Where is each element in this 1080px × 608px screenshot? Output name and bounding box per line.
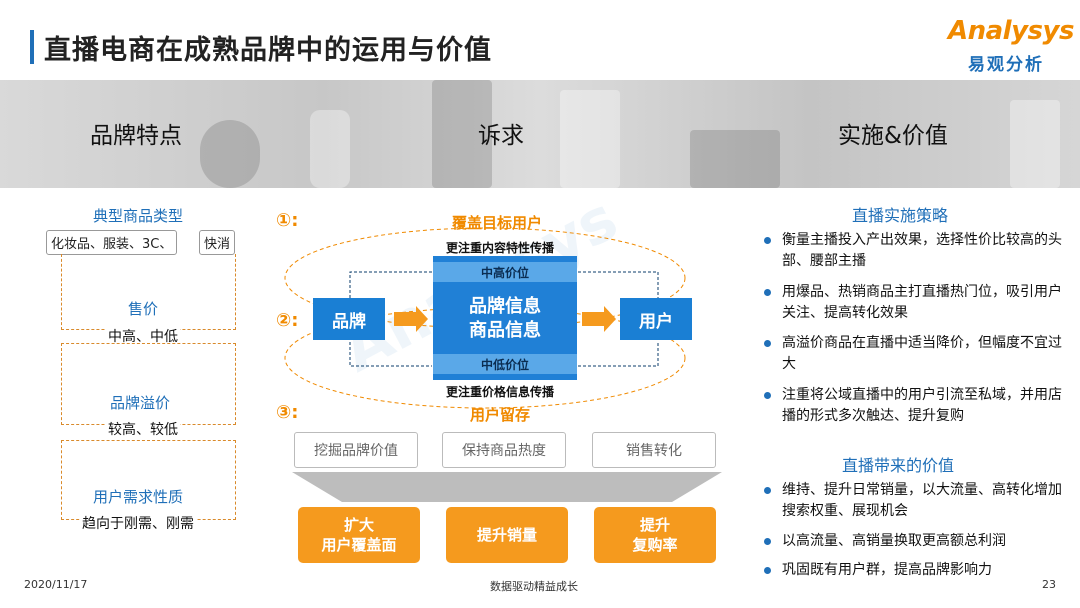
- strategy-item: 高溢价商品在直播中适当降价，但幅度不宜过大: [762, 333, 1062, 375]
- camera-decoration: [200, 120, 260, 188]
- appliance-decoration: [690, 130, 780, 188]
- grey-box-goods-heat: 保持商品热度: [442, 432, 566, 468]
- header-banner: 品牌特点 诉求 实施&价值: [0, 80, 1080, 188]
- result-3-line1: 提升: [639, 515, 670, 534]
- strategy-item: 用爆品、热销商品主打直播热门位，吸引用户关注、提高转化效果: [762, 282, 1062, 324]
- result-2-line1: 提升销量: [476, 525, 537, 544]
- footer-slogan: 数据驱动精益成长: [490, 580, 578, 593]
- funnel-shape: [292, 472, 722, 502]
- value-heading: 直播带来的价值: [842, 456, 955, 475]
- fridge-decoration: [560, 90, 620, 188]
- device-decoration: [1010, 100, 1060, 188]
- user-demand-heading: 用户需求性质: [93, 488, 184, 506]
- banner-brand-features: 品牌特点: [90, 123, 182, 149]
- step-1-number: ①:: [276, 210, 299, 231]
- fmcg-tag: 快消: [199, 230, 236, 255]
- info-center-box: 中高价位 品牌信息 商品信息 中低价位: [433, 256, 577, 380]
- price-heading: 售价: [128, 300, 159, 318]
- footer-date: 2020/11/17: [24, 578, 88, 591]
- demand-dashed-frame: [61, 440, 236, 520]
- demand-value: 趋向于刚需、刚需: [80, 513, 196, 533]
- result-repurchase-rate: 提升 复购率: [594, 507, 716, 563]
- page-title: 直播电商在成熟品牌中的运用与价值: [44, 35, 492, 66]
- title-accent-bar: [30, 30, 34, 64]
- result-increase-sales: 提升销量: [446, 507, 568, 563]
- mid-high-price-strip: 中高价位: [433, 262, 577, 282]
- cover-target-users-label: 覆盖目标用户: [452, 214, 543, 232]
- phone-decoration: [432, 80, 492, 188]
- price-propagation-label: 更注重价格信息传播: [446, 385, 555, 399]
- mid-low-price-strip: 中低价位: [433, 354, 577, 374]
- user-box: 用户: [620, 298, 692, 340]
- banner-implementation-value: 实施&价值: [838, 123, 948, 149]
- brand-premium-heading: 品牌溢价: [110, 394, 171, 412]
- grey-box-brand-value: 挖掘品牌价值: [294, 432, 418, 468]
- page-number: 23: [1042, 578, 1056, 591]
- analysys-logo: Analysys: [948, 16, 1074, 46]
- content-propagation-label: 更注重内容特性传播: [446, 241, 555, 255]
- user-box-label: 用户: [639, 311, 673, 332]
- value-item: 巩固既有用户群，提高品牌影响力: [762, 560, 1062, 581]
- step-2-number: ②:: [276, 310, 299, 331]
- strategy-heading: 直播实施策略: [852, 206, 949, 225]
- result-1-line2: 用户覆盖面: [321, 536, 397, 554]
- brand-box: 品牌: [313, 298, 385, 340]
- goods-info-text: 商品信息: [469, 320, 541, 341]
- price-value: 中高、中低: [106, 326, 180, 346]
- user-retention-label: 用户留存: [470, 406, 531, 424]
- strategy-item: 注重将公域直播中的用户引流至私域，并用店播的形式多次触达、提升复购: [762, 385, 1062, 427]
- premium-value: 较高、较低: [106, 419, 180, 439]
- analysys-logo-cn: 易观分析: [968, 55, 1044, 75]
- step-3-number: ③:: [276, 402, 299, 423]
- banner-demands: 诉求: [478, 123, 524, 149]
- result-expand-coverage: 扩大 用户覆盖面: [298, 507, 420, 563]
- result-3-line2: 复购率: [632, 536, 678, 554]
- can-decoration: [310, 110, 350, 188]
- grey-box-sales-conversion: 销售转化: [592, 432, 716, 468]
- value-item: 维持、提升日常销量，以大流量、高转化增加搜索权重、展现机会: [762, 480, 1062, 522]
- result-1-line1: 扩大: [343, 515, 374, 534]
- goods-types-tag: 化妆品、服装、3C、: [46, 230, 178, 255]
- flow-diagram-lines: [284, 227, 686, 409]
- typical-goods-heading: 典型商品类型: [93, 207, 184, 225]
- brand-info-text: 品牌信息: [469, 296, 541, 317]
- brand-box-label: 品牌: [332, 311, 366, 332]
- strategy-item: 衡量主播投入产出效果，选择性价比较高的头部、腰部主播: [762, 230, 1062, 272]
- value-item: 以高流量、高销量换取更高额总利润: [762, 531, 1062, 552]
